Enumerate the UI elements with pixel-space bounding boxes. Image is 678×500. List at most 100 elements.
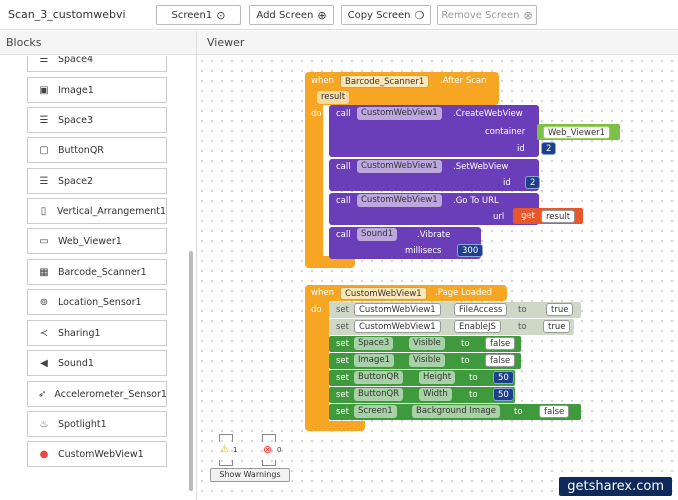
component-dropdown[interactable]: CustomWebView1 — [354, 303, 441, 316]
component-item-sound1[interactable]: ◀Sound1 — [27, 350, 167, 376]
error-up-arrow[interactable] — [262, 434, 276, 442]
barcode-icon: ▦ — [39, 266, 49, 278]
image-icon: ▣ — [39, 84, 49, 96]
panel-divider[interactable] — [196, 31, 197, 500]
component-item-space3[interactable]: ☰Space3 — [27, 107, 167, 133]
id-number[interactable]: 2 — [525, 176, 541, 189]
show-warnings-button[interactable]: Show Warnings — [210, 468, 290, 482]
vertical-arrangement-icon: ▯ — [40, 205, 47, 217]
error-down-arrow[interactable] — [262, 460, 276, 466]
close-icon: ⊗ — [523, 8, 533, 22]
web-viewer-icon: ▭ — [39, 235, 49, 247]
event-arm — [305, 72, 323, 268]
component-item-barcode-scanner1[interactable]: ▦Barcode_Scanner1 — [27, 259, 167, 285]
component-dropdown[interactable]: Space3 — [354, 337, 394, 350]
do-label: do — [311, 305, 322, 315]
value-number[interactable]: 50 — [493, 371, 514, 384]
component-dropdown[interactable]: CustomWebView1 — [357, 160, 442, 173]
warning-count: 1 — [233, 446, 238, 454]
when-label: when — [311, 76, 334, 86]
to-label: to — [461, 339, 470, 349]
value-dropdown[interactable]: false — [539, 405, 570, 418]
value-dropdown[interactable]: true — [543, 320, 571, 333]
event-component-dropdown[interactable]: CustomWebView1 — [340, 287, 427, 300]
event-arm — [305, 285, 329, 431]
accelerometer-icon: ➶ — [38, 388, 47, 400]
component-label: Spotlight1 — [58, 418, 107, 430]
component-item-space4[interactable]: ☰Space4 — [27, 56, 167, 72]
component-label: Sound1 — [58, 357, 94, 369]
to-label: to — [469, 390, 478, 400]
set-label: set — [336, 407, 349, 417]
component-item-space2[interactable]: ☰ Space2 — [27, 168, 167, 194]
millisecs-number[interactable]: 300 — [457, 244, 484, 257]
component-label: Space2 — [58, 175, 93, 187]
warning-up-arrow[interactable] — [219, 434, 233, 442]
component-item-image1[interactable]: ▣Image1 — [27, 77, 167, 103]
component-dropdown[interactable]: Sound1 — [357, 228, 398, 241]
blocks-scrollbar[interactable] — [189, 251, 193, 491]
blocks-workspace[interactable]: when Barcode_Scanner1 .After Scan result… — [197, 56, 678, 500]
component-dropdown[interactable]: Screen1 — [354, 405, 397, 418]
component-label: Web_Viewer1 — [58, 235, 122, 247]
container-value[interactable]: Web_Viewer1 — [543, 126, 611, 139]
component-item-buttonqr[interactable]: ▢ButtonQR — [27, 137, 167, 163]
component-dropdown[interactable]: CustomWebView1 — [357, 107, 442, 120]
share-icon: ≺ — [39, 327, 49, 339]
property-dropdown[interactable]: Visible — [409, 354, 445, 367]
spotlight-icon: ♨ — [39, 418, 49, 430]
remove-screen-button[interactable]: Remove Screen ⊗ — [437, 5, 537, 25]
to-label: to — [518, 305, 527, 315]
component-label: Space3 — [58, 114, 93, 126]
id-number[interactable]: 2 — [541, 142, 557, 155]
component-item-customwebview1[interactable]: ●CustomWebView1 — [27, 441, 167, 467]
get-variable[interactable]: result — [541, 210, 576, 223]
viewer-header: Viewer — [197, 31, 678, 55]
component-item-sharing1[interactable]: ≺Sharing1 — [27, 320, 167, 346]
property-dropdown[interactable]: Width — [419, 388, 452, 401]
copy-screen-button[interactable]: Copy Screen ❍ — [341, 5, 431, 25]
when-label: when — [311, 288, 334, 298]
space-icon: ☰ — [39, 175, 49, 187]
warning-down-arrow[interactable] — [219, 460, 233, 466]
value-dropdown[interactable]: false — [485, 337, 516, 350]
component-dropdown[interactable]: ButtonQR — [354, 371, 404, 384]
method-name: .SetWebView — [453, 162, 509, 172]
to-label: to — [514, 407, 523, 417]
event-component-dropdown[interactable]: Barcode_Scanner1 — [340, 75, 430, 88]
component-dropdown[interactable]: CustomWebView1 — [357, 194, 442, 207]
method-name: .CreateWebView — [453, 109, 523, 119]
component-label: Accelerometer_Sensor1 — [54, 388, 167, 400]
property-dropdown[interactable]: EnableJS — [454, 320, 501, 333]
component-item-spotlight1[interactable]: ♨ Spotlight1 — [27, 411, 167, 437]
url-label: url — [493, 212, 505, 222]
call-vibrate[interactable] — [329, 227, 481, 259]
value-dropdown[interactable]: true — [546, 303, 574, 316]
id-label: id — [517, 144, 525, 154]
component-label: Vertical_Arrangement1 — [56, 205, 166, 217]
chevron-down-icon: ⊙ — [216, 8, 226, 22]
screen-select-label: Screen1 — [171, 9, 213, 21]
add-screen-button[interactable]: Add Screen ⊕ — [249, 5, 334, 25]
method-name: .Vibrate — [417, 230, 451, 240]
screen-select[interactable]: Screen1 ⊙ — [156, 5, 241, 25]
property-dropdown[interactable]: FileAccess — [454, 303, 508, 316]
property-dropdown[interactable]: Background Image — [412, 405, 501, 418]
set-label: set — [336, 322, 349, 332]
value-number[interactable]: 50 — [493, 388, 514, 401]
component-dropdown[interactable]: ButtonQR — [354, 388, 404, 401]
component-label: Space4 — [58, 56, 93, 65]
property-dropdown[interactable]: Height — [419, 371, 456, 384]
value-dropdown[interactable]: false — [485, 354, 516, 367]
param-result[interactable]: result — [317, 91, 350, 104]
plus-icon: ⊕ — [317, 8, 327, 22]
component-item-accelerometer-sensor1[interactable]: ➶ Accelerometer_Sensor1 — [27, 381, 167, 407]
component-dropdown[interactable]: CustomWebView1 — [354, 320, 441, 333]
component-item-web-viewer1[interactable]: ▭ Web_Viewer1 — [27, 228, 167, 254]
component-item-vertical-arrangement1[interactable]: ▯ Vertical_Arrangement1 — [27, 198, 167, 224]
component-item-location-sensor1[interactable]: ⊚Location_Sensor1 — [27, 289, 167, 315]
get-label: get — [521, 211, 535, 221]
to-label: to — [518, 322, 527, 332]
property-dropdown[interactable]: Visible — [409, 337, 445, 350]
component-dropdown[interactable]: Image1 — [354, 354, 395, 367]
